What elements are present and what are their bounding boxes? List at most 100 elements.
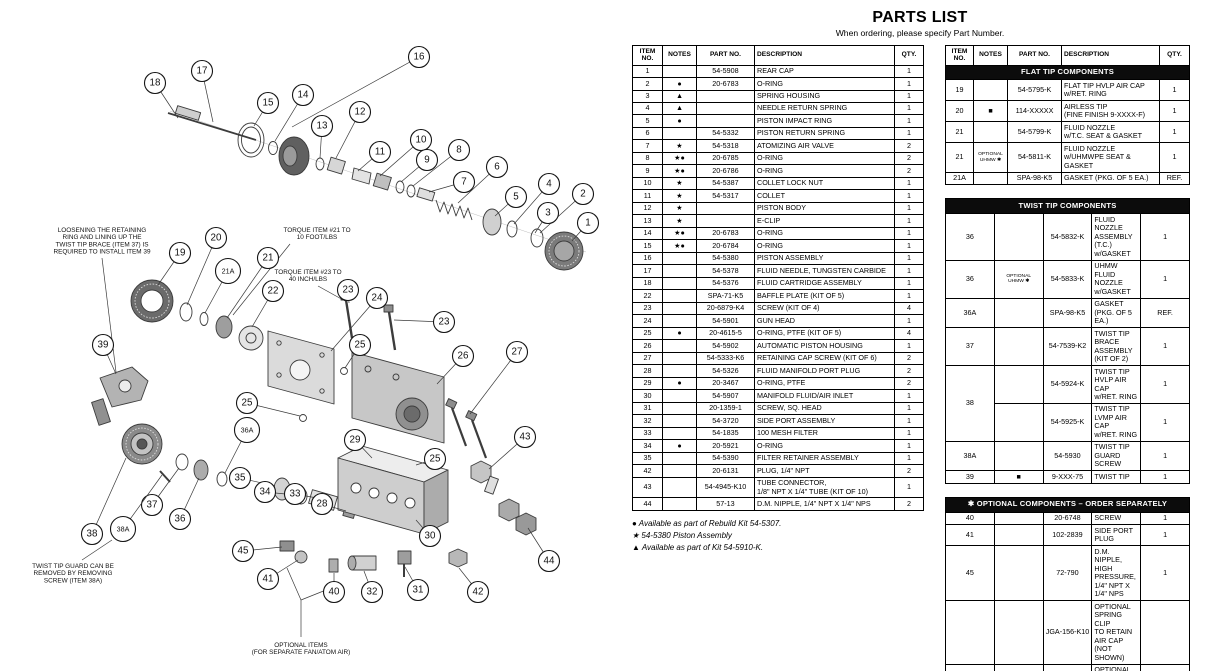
table-cell: E-CLIP [754, 214, 895, 228]
table-cell: 4 [894, 301, 924, 316]
table-cell: 100 MESH FILTER [754, 426, 895, 441]
table-cell: 1 [894, 189, 924, 203]
callout-35: 35 [228, 466, 276, 490]
table-cell [993, 365, 1044, 404]
table-cell: 1 [894, 314, 924, 328]
table-cell: TUBE CONNECTOR,1/8" NPT X 1/4" TUBE (KIT… [754, 476, 895, 499]
table-cell [662, 476, 697, 499]
table-cell: 20-6784 [696, 239, 755, 253]
table-cell: 54-5924-K [1042, 365, 1093, 404]
table-cell: 5 [632, 114, 663, 128]
table-cell: 41 [945, 524, 995, 547]
table-cell: 17 [632, 264, 663, 278]
table-cell: 54-5908 [696, 64, 755, 79]
table-cell: ★● [662, 164, 697, 178]
table-cell [662, 289, 697, 303]
svg-text:39: 39 [98, 340, 109, 351]
table-cell: GASKET (PKG. OF 5 EA.) [1061, 171, 1160, 186]
table-cell: 26 [632, 339, 663, 353]
table-cell [993, 524, 1044, 547]
table-cell: 44 [632, 497, 663, 511]
table-cell [973, 121, 1008, 144]
svg-text:25: 25 [242, 398, 253, 409]
table-cell: 54-3720 [696, 414, 755, 428]
callout-38: 38 [80, 457, 127, 546]
table-cell: O-RING [754, 164, 895, 178]
table-cell: 10 [632, 176, 663, 191]
table-cell: 57-13 [696, 497, 755, 511]
table-cell: 1 [1140, 365, 1190, 404]
table-cell: 40 [945, 511, 995, 526]
table-cell [662, 414, 697, 428]
table-cell [662, 301, 697, 316]
table-cell: 20 [945, 100, 974, 123]
table-cell: SIDE PORT ASSEMBLY [754, 414, 895, 428]
section-header: ✱ OPTIONAL COMPONENTS – ORDER SEPARATELY [945, 496, 1190, 513]
svg-text:36: 36 [175, 514, 186, 525]
table-cell: 1 [894, 201, 924, 216]
table-cell: 54-5811-K [1007, 142, 1062, 173]
svg-text:45: 45 [238, 546, 249, 557]
table-cell: SCREW [1091, 511, 1142, 526]
table-cell: PISTON BODY [754, 201, 895, 216]
table-cell: 1 [894, 214, 924, 228]
table-cell: 54-5925-K [1042, 402, 1093, 442]
table-cell: SCREW, SQ. HEAD [754, 401, 895, 416]
table-cell: D.M. NIPPLE, 1/4" NPT X 1/4" NPS [754, 497, 895, 511]
table-cell: 43 [632, 476, 663, 499]
table-cell: 38 [945, 365, 995, 442]
table-cell: 11 [632, 189, 663, 203]
svg-text:14: 14 [298, 90, 309, 101]
table-cell: TWIST TIP [1091, 470, 1142, 484]
table-cell: 35 [632, 451, 663, 466]
svg-text:35: 35 [235, 473, 246, 484]
column-header: DESCRIPTION [1061, 45, 1160, 66]
table-cell: 54-5317 [696, 189, 755, 203]
table-cell: O-RING [754, 439, 895, 453]
callout-33: 33 [283, 482, 318, 506]
callout-3: 3 [534, 201, 560, 234]
callout-41: 41 [256, 559, 299, 591]
table-cell: 1 [894, 289, 924, 303]
table-cell: 8 [632, 151, 663, 166]
table-cell: 14 [632, 226, 663, 241]
table-cell: 54-1835 [696, 426, 755, 441]
table-cell: 34 [632, 439, 663, 453]
page-subtitle: When ordering, please specify Part Numbe… [835, 28, 1005, 38]
table-cell: PISTON ASSEMBLY [754, 251, 895, 266]
svg-text:40: 40 [329, 587, 340, 598]
table-cell: 1 [894, 426, 924, 441]
table-cell: BAFFLE PLATE (KIT OF 5) [754, 289, 895, 303]
callout-37: 37 [140, 467, 180, 517]
callout-38A: 38A [109, 474, 163, 543]
svg-text:32: 32 [367, 587, 378, 598]
table-cell: ● [662, 76, 697, 91]
table-cell: 72-790 [1042, 545, 1093, 602]
table-cell: ★ [662, 214, 697, 228]
callout-32: 32 [360, 570, 384, 604]
table-cell: 20-3467 [696, 376, 755, 391]
table-cell: ● [662, 326, 697, 341]
callout-30: 30 [415, 519, 442, 548]
callout-40: 40 [322, 573, 346, 604]
main-table-footnotes: ● Available as part of Rebuild Kit 54-53… [632, 519, 924, 552]
callout-36: 36 [168, 477, 200, 531]
callout-21A: 21A [204, 257, 242, 314]
table-cell: PISTON RETURN SPRING [754, 126, 895, 141]
table-cell: 54-5378 [696, 264, 755, 278]
